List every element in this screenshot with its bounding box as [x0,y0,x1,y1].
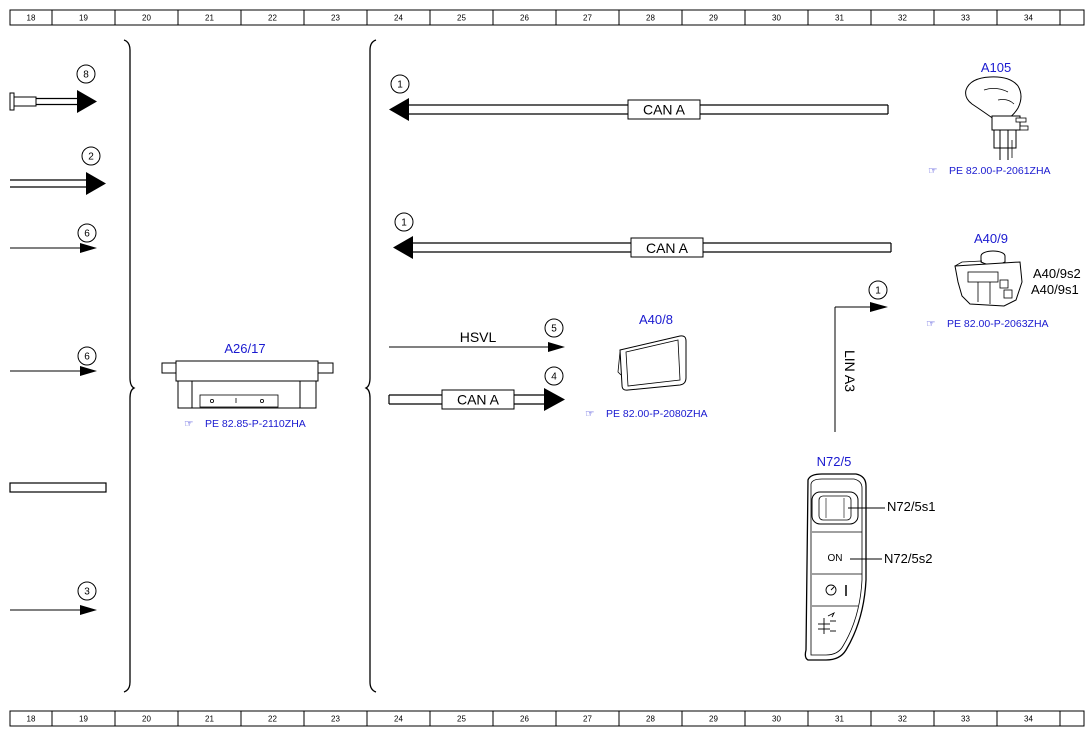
hsvl-number: 5 [551,324,557,335]
ruler-bottom-label-28: 28 [646,715,655,724]
lin-line: 1 LIN A3 [834,280,888,432]
n72-5s1-label: N72/5s1 [887,499,935,514]
left-arrow-8-number: 8 [83,70,89,81]
n72-5-label: N72/5 [817,454,852,469]
section-bracket-left [123,39,136,693]
ruler-bottom-label-23: 23 [331,715,340,724]
ruler-top-label-19: 19 [79,14,88,23]
component-a26-17: A26/17 ☞ PE 82.85-P-2110ZHA [161,341,334,430]
left-arrow-6b: 6 [10,346,97,376]
a40-8-label: A40/8 [639,312,673,327]
a105-ref-link[interactable]: PE 82.00-P-2061ZHA [949,165,1051,177]
a40-9s1-label: A40/9s1 [1031,282,1079,297]
can-bus-mid-number: 1 [401,218,407,229]
n72-5s2-label: N72/5s2 [884,551,932,566]
a105-ref-icon: ☞ [928,165,937,177]
a26-17-ref-link[interactable]: PE 82.85-P-2110ZHA [205,418,306,430]
can-bus-mid: CAN A 1 [393,212,892,259]
lin-label: LIN A3 [842,350,858,392]
left-arrow-3-number: 3 [84,587,90,598]
ruler-top-label-25: 25 [457,14,466,23]
a40-8-ref-icon: ☞ [585,408,594,420]
ruler-top-label-31: 31 [835,14,844,23]
ruler-top-label-32: 32 [898,14,907,23]
left-arrow-3: 3 [10,581,97,615]
ruler-bottom: 18 19 20 21 22 23 24 25 26 27 28 29 30 31 32 33 34 [9,710,1085,727]
ruler-bottom-label-21: 21 [205,715,214,724]
ruler-top: 18 19 20 21 22 23 24 25 26 27 28 29 30 31 32 33 34 [9,9,1085,26]
a26-17-label: A26/17 [224,341,265,356]
ruler-top-label-20: 20 [142,14,151,23]
a40-9s2-label: A40/9s2 [1033,266,1081,281]
ruler-top-label-23: 23 [331,14,340,23]
ruler-bottom-label-31: 31 [835,715,844,724]
component-a40-9: A40/9 A40/9s2 A40/9s1 ☞ PE 82.00-P-2063Z… [926,231,1081,330]
a40-9-ref-icon: ☞ [926,318,935,330]
ruler-bottom-label-26: 26 [520,715,529,724]
component-a40-8: A40/8 ☞ PE 82.00-P-2080ZHA [585,312,708,420]
section-bracket-right [364,39,377,693]
ruler-bottom-frame [9,710,1085,727]
ruler-bottom-label-19: 19 [79,715,88,724]
ruler-bottom-label-29: 29 [709,715,718,724]
ruler-top-label-24: 24 [394,14,403,23]
left-arrow-6a: 6 [10,223,97,253]
ruler-bottom-label-34: 34 [1024,715,1033,724]
left-arrow-6a-number: 6 [84,229,90,240]
ruler-top-label-21: 21 [205,14,214,23]
ruler-bottom-label-22: 22 [268,715,277,724]
ruler-top-label-33: 33 [961,14,970,23]
n72-5-on-label: ON [828,553,843,564]
component-a105: A105 ☞ PE 82.00-P-2061ZHA [928,60,1051,177]
can-bus-top-number: 1 [397,80,403,91]
can-bus-top: CAN A 1 [389,74,889,121]
a105-label: A105 [981,60,1011,75]
ruler-top-frame [9,9,1085,26]
ruler-bottom-label-20: 20 [142,715,151,724]
left-arrow-2: 2 [10,146,106,195]
can-bus-low-number: 4 [551,372,557,383]
ruler-bottom-label-18: 18 [27,715,36,724]
ruler-bottom-label-30: 30 [772,715,781,724]
hsvl-label: HSVL [460,329,497,345]
can-bus-low: CAN A 4 [388,366,565,411]
ruler-top-label-28: 28 [646,14,655,23]
can-bus-top-label: CAN A [643,102,686,118]
ruler-bottom-label-24: 24 [394,715,403,724]
cruise-control-icon [825,584,847,596]
left-arrow-6b-number: 6 [84,352,90,363]
lin-number: 1 [875,286,881,297]
ruler-bottom-label-27: 27 [583,715,592,724]
a40-8-ref-link[interactable]: PE 82.00-P-2080ZHA [606,408,708,420]
ruler-top-label-30: 30 [772,14,781,23]
ruler-bottom-label-33: 33 [961,715,970,724]
left-arrow-8: 8 [9,64,97,113]
ruler-top-label-34: 34 [1024,14,1033,23]
can-bus-low-label: CAN A [457,392,500,408]
a40-9-ref-link[interactable]: PE 82.00-P-2063ZHA [947,318,1049,330]
distance-control-icon [818,611,836,634]
ruler-bottom-label-25: 25 [457,715,466,724]
ruler-top-label-27: 27 [583,14,592,23]
ruler-top-label-29: 29 [709,14,718,23]
ruler-bottom-label-32: 32 [898,715,907,724]
left-double-line [9,482,107,493]
ruler-top-label-22: 22 [268,14,277,23]
can-bus-mid-label: CAN A [646,240,689,256]
a40-9-label: A40/9 [974,231,1008,246]
component-n72-5: N72/5 ON N72/5s1 N72/5s2 [804,454,935,661]
ruler-top-label-18: 18 [27,14,36,23]
hsvl-line: HSVL 5 [389,318,565,352]
left-arrow-2-number: 2 [88,152,94,163]
a26-17-ref-icon: ☞ [184,418,193,430]
ruler-top-label-26: 26 [520,14,529,23]
